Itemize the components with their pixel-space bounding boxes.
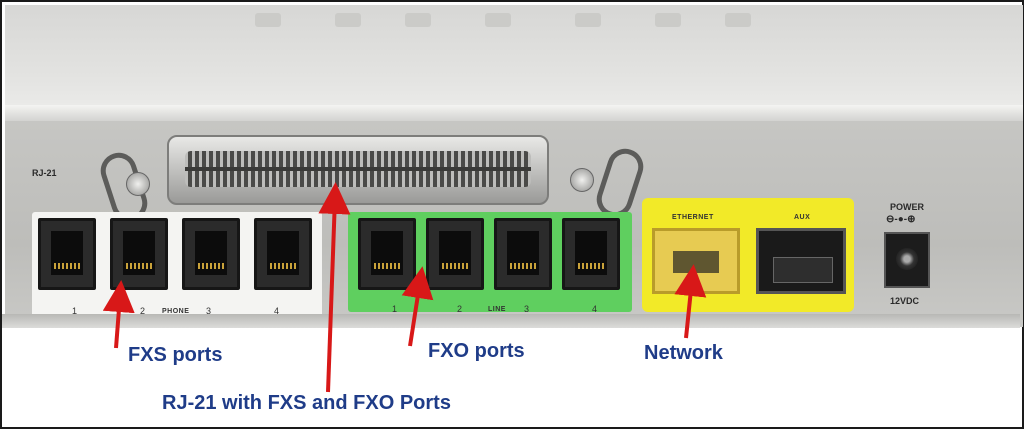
aux-label: AUX xyxy=(794,214,811,221)
line-port-number: 3 xyxy=(524,304,530,314)
line-port-2 xyxy=(426,218,484,290)
power-jack xyxy=(884,232,930,288)
line-group-label: LINE xyxy=(488,306,506,313)
power-polarity-symbol: ⊖-●-⊕ xyxy=(886,214,916,225)
voltage-label: 12VDC xyxy=(890,296,920,306)
line-port-4 xyxy=(562,218,620,290)
phone-port-3 xyxy=(182,218,240,290)
fxs-caption: FXS ports xyxy=(128,344,223,366)
phone-port-number: 3 xyxy=(206,306,212,316)
rj21-pins xyxy=(185,151,531,187)
phone-port-number: 4 xyxy=(274,306,280,316)
rj21-panel-label: RJ-21 xyxy=(32,168,57,178)
aux-port xyxy=(756,228,846,294)
rj21-caption: RJ-21 with FXS and FXO Ports xyxy=(162,392,451,414)
line-port-3 xyxy=(494,218,552,290)
fxo-caption: FXO ports xyxy=(428,340,525,362)
left-screw xyxy=(126,172,150,196)
chassis-rim xyxy=(5,105,1023,123)
fxs-arrow xyxy=(102,280,135,349)
phone-port-4 xyxy=(254,218,312,290)
top-vents xyxy=(255,13,775,29)
phone-port-number: 2 xyxy=(140,306,146,316)
phone-port-2 xyxy=(110,218,168,290)
phone-port-number: 1 xyxy=(72,306,78,316)
phone-port-1 xyxy=(38,218,96,290)
right-screw xyxy=(570,168,594,192)
network-caption: Network xyxy=(644,342,723,364)
rj21-connector xyxy=(167,135,549,205)
phone-group-label: PHONE xyxy=(162,308,190,315)
line-port-1 xyxy=(358,218,416,290)
fxo-arrow xyxy=(401,266,434,347)
rj21-arrow xyxy=(318,182,351,393)
line-port-number: 2 xyxy=(457,304,463,314)
ethernet-label: ETHERNET xyxy=(672,214,714,221)
network-arrow xyxy=(674,264,707,339)
line-port-number: 4 xyxy=(592,304,598,314)
chassis-bottom xyxy=(2,314,1020,328)
power-label: POWER xyxy=(890,202,925,212)
line-port-number: 1 xyxy=(392,304,398,314)
